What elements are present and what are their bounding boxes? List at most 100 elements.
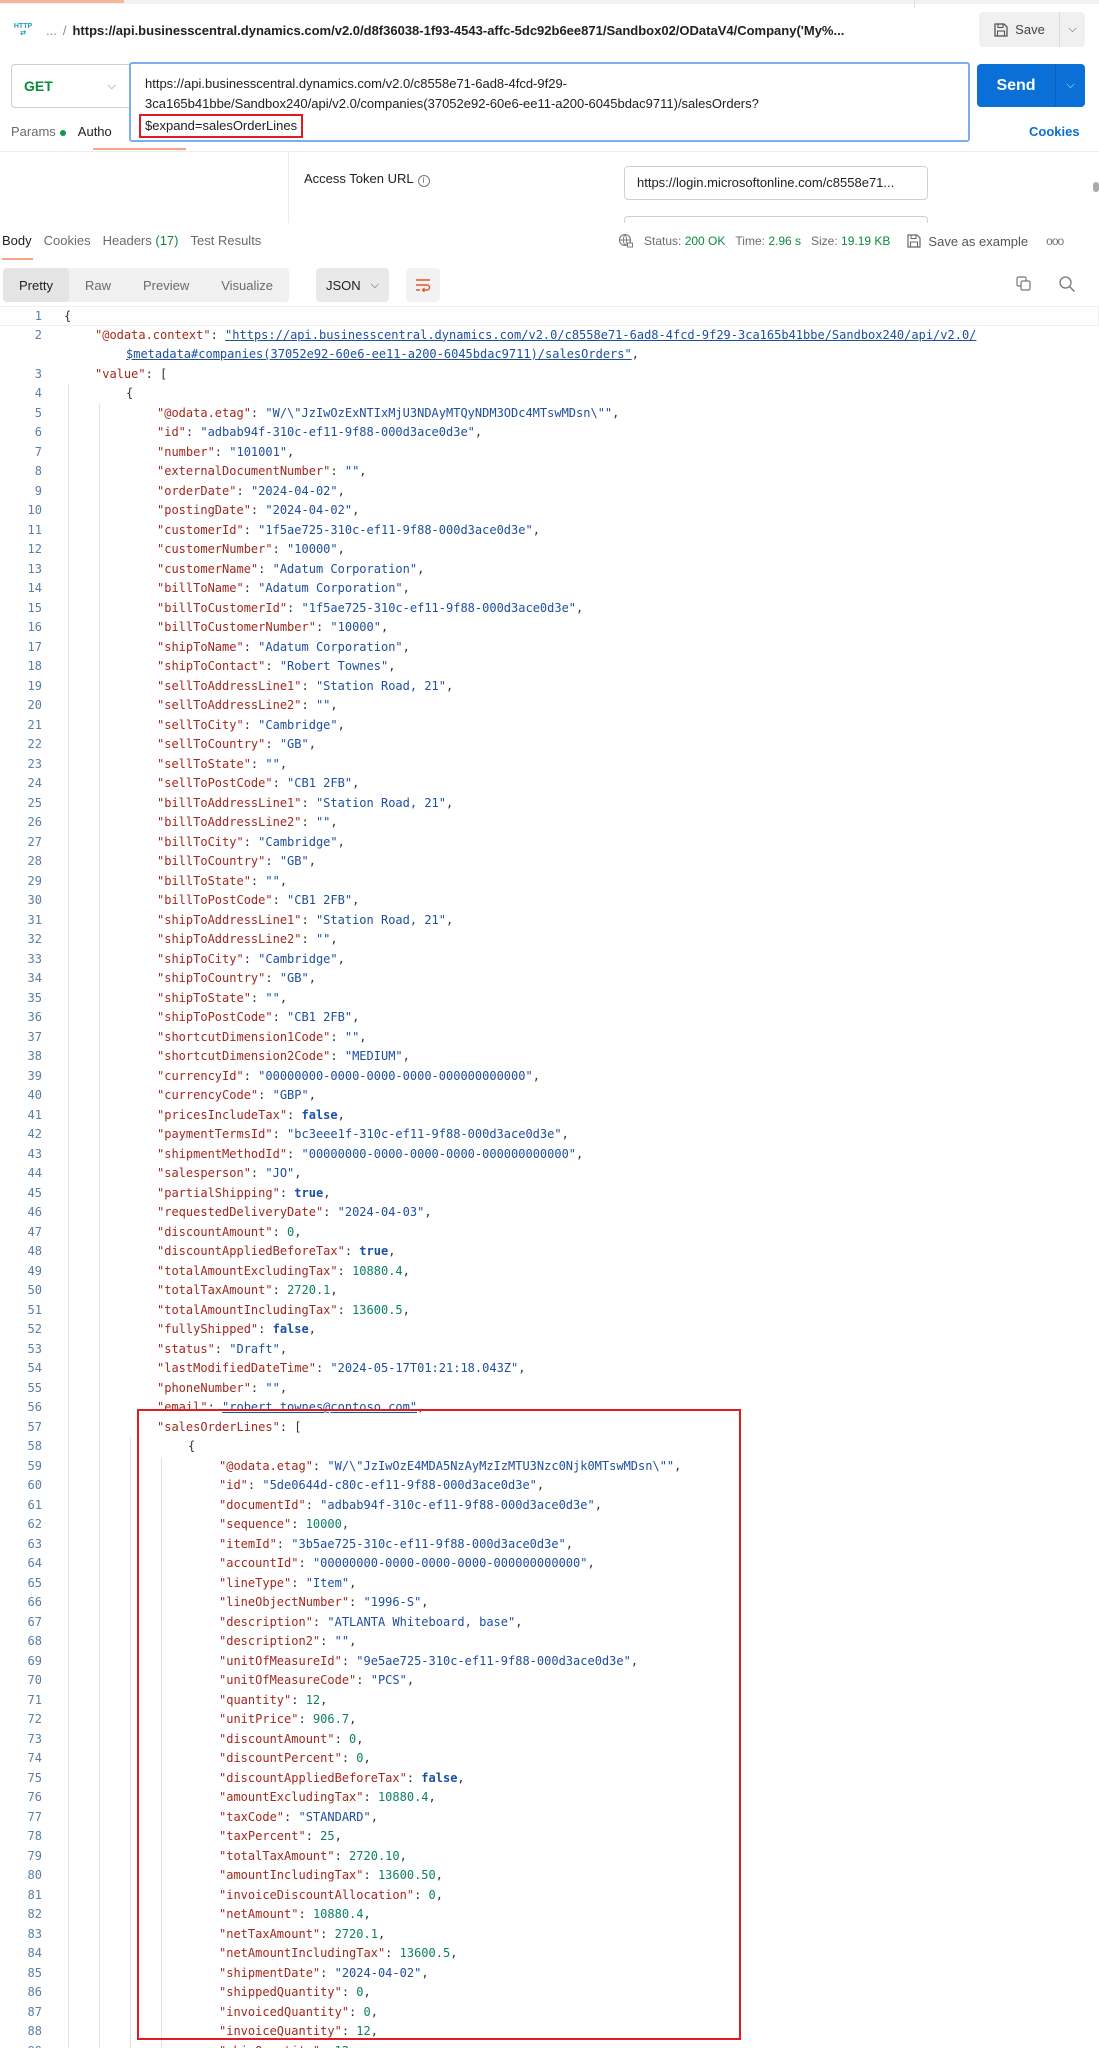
line-number: 60 [27,1478,42,1492]
indent-guide [130,1671,131,1691]
line-number: 81 [27,1887,42,1902]
send-button[interactable]: Send [996,76,1036,94]
line-number: 70 [27,1673,42,1687]
tab-authorization[interactable]: Autho [77,124,112,139]
access-token-url-input[interactable]: https://login.microsoftonline.com/c8558e… [624,166,928,200]
indent-guide [130,1437,131,1457]
save-as-example-button[interactable]: Save as example [906,233,1028,249]
indent-guide [99,657,100,677]
indent-guide [99,1554,100,1574]
copy-icon[interactable] [1015,275,1033,293]
send-button-group: Send ⌵ [977,64,1085,107]
indent-guide [68,637,69,657]
code-line: $metadata#companies(37052e92-60e6-ee11-a… [0,345,1099,365]
indent-guide [68,1222,69,1242]
indent-guide [68,462,69,482]
code-text: "invoicedQuantity": 0, [219,2004,378,2019]
format-select[interactable]: JSON ⌵ [316,268,389,302]
indent-guide [68,1534,69,1554]
code-text: "id": "adbab94f-310c-ef11-9f88-000d3ace0… [157,425,483,439]
tab-headers[interactable]: Headers (17) [103,233,179,248]
code-text: "discountAmount": 0, [219,1731,364,1746]
code-text: "sellToAddressLine1": "Station Road, 21"… [157,678,454,693]
indent-guide [99,1983,100,2003]
code-line: 35"shipToState": "", [0,988,1099,1008]
indent-guide [68,813,69,833]
save-button[interactable]: Save [979,12,1059,47]
globe-lock-icon[interactable] [618,233,634,249]
line-number: 88 [27,2024,42,2038]
indent-guide [161,1476,162,1496]
breadcrumb-separator: / [62,22,67,38]
params-active-dot-icon [59,129,66,136]
indent-guide [130,1632,131,1652]
http-method-select[interactable]: GET ⌵ [11,64,131,108]
word-wrap-button[interactable] [406,268,440,302]
size-info[interactable]: Size: 19.19 KB [811,234,890,248]
code-line: 12"customerNumber": "10000", [0,540,1099,560]
line-number: 69 [27,1653,42,1668]
indent-guide [130,1905,131,1925]
indent-guide [68,1963,69,1983]
indent-guide [68,1905,69,1925]
tab-params[interactable]: Params [11,124,66,139]
code-line: 14"billToName": "Adatum Corporation", [0,579,1099,599]
line-number: 64 [27,1556,42,1570]
save-options-dropdown[interactable]: ⌵ [1059,12,1085,47]
view-tab-raw[interactable]: Raw [84,277,111,293]
code-text: "discountAppliedBeforeTax": false, [219,1770,465,1785]
view-tab-pretty[interactable]: Pretty [3,268,69,302]
indent-guide [99,696,100,716]
indent-guide [99,1105,100,1125]
indent-guide [161,1534,162,1554]
scrollbar-thumb[interactable] [1093,182,1099,192]
indent-guide [99,988,100,1008]
indent-guide [68,1495,69,1515]
tab-cookies[interactable]: Cookies [43,233,91,248]
indent-guide [99,2022,100,2042]
search-icon[interactable] [1058,275,1076,293]
more-options-icon[interactable]: ooo [1046,234,1064,248]
indent-guide [99,832,100,852]
view-tab-preview[interactable]: Preview [142,277,190,293]
tab-test-results[interactable]: Test Results [190,233,262,248]
send-options-dropdown[interactable]: ⌵ [1055,64,1085,107]
line-number: 61 [27,1497,42,1512]
breadcrumb-ellipsis[interactable]: ... [46,22,57,38]
indent-guide [130,1885,131,1905]
chevron-down-icon: ⌵ [1068,23,1077,35]
size-label: Size: [811,234,838,248]
request-title[interactable]: https://api.businesscentral.dynamics.com… [72,22,845,38]
line-number: 2 [34,327,42,342]
indent-guide [68,1476,69,1496]
indent-guide [161,1905,162,1925]
indent-guide [68,1027,69,1047]
url-line-1: https://api.businesscentral.dynamics.com… [145,76,568,91]
code-text: "discountAppliedBeforeTax": true, [157,1244,396,1258]
view-tab-visualize[interactable]: Visualize [221,277,274,293]
indent-guide [130,1515,131,1535]
indent-guide [99,559,100,579]
indent-guide [130,1476,131,1496]
json-response-viewer[interactable]: 1{2"@odata.context": "https://api.busine… [0,306,1099,2048]
next-auth-field-input[interactable] [624,216,928,223]
code-text: "billToName": "Adatum Corporation", [157,581,410,595]
request-url-input[interactable]: https://api.businesscentral.dynamics.com… [129,62,970,142]
indent-guide [68,481,69,501]
indent-guide [130,2022,131,2042]
indent-guide [130,1573,131,1593]
cookies-link[interactable]: Cookies [1029,124,1080,139]
line-number: 11 [27,522,42,537]
info-icon[interactable]: i [417,175,430,187]
indent-guide [68,598,69,618]
highlighted-expand-query: $expand=salesOrderLines [139,114,304,138]
indent-guide [99,462,100,482]
code-line: 38"shortcutDimension2Code": "MEDIUM", [0,1047,1099,1067]
code-text: "description2": "", [219,1634,357,1648]
tab-body[interactable]: Body [2,233,32,248]
status-info[interactable]: Status: 200 OK [644,234,725,248]
time-info[interactable]: Time: 2.96 s [735,234,801,248]
indent-guide [161,1983,162,2003]
line-number: 39 [27,1068,42,1083]
